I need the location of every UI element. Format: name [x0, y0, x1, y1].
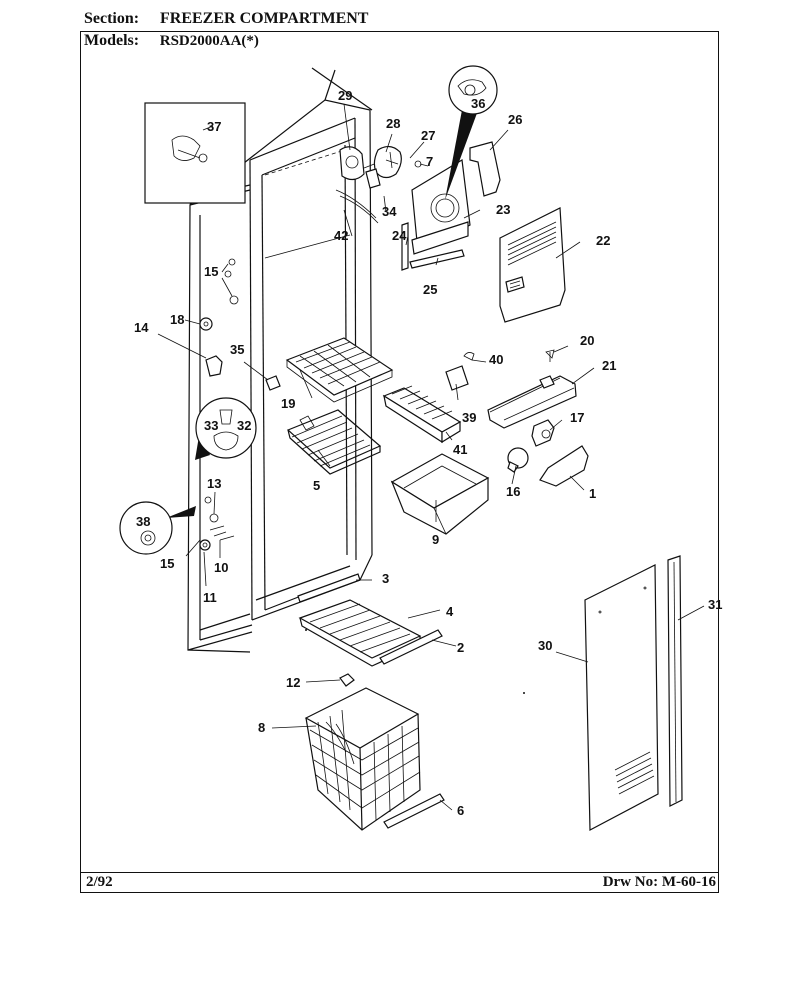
strip-25: [409, 249, 465, 269]
pan-drawer: [390, 453, 490, 535]
clip-35-icon: [265, 375, 281, 391]
callout-23: 23: [496, 202, 510, 217]
callout-13: 13: [207, 476, 221, 491]
callout-15-upper: 15: [204, 264, 218, 279]
callout-15-lower: 15: [160, 556, 174, 571]
light-parts: [507, 419, 589, 487]
inset-circle-38: [119, 501, 196, 555]
light-cover-1: [539, 445, 589, 487]
section-row: Section: FREEZER COMPARTMENT: [84, 10, 368, 28]
footer-divider: [80, 872, 719, 873]
inset-circle-32-33: [195, 397, 257, 460]
callout-8: 8: [258, 720, 265, 735]
strip-2: [379, 629, 443, 665]
callout-14: 14: [134, 320, 149, 335]
inset-box-37: [144, 102, 246, 204]
callout-3: 3: [382, 571, 389, 586]
knob-18-icon: [199, 317, 213, 331]
fan-assembly: [335, 145, 422, 224]
callout-36: 36: [471, 96, 485, 111]
models-label: Models:: [84, 32, 140, 49]
callout-7: 7: [426, 154, 433, 169]
switch-14-icon: [205, 355, 223, 377]
callout-30: 30: [538, 638, 552, 653]
section-label: Section:: [84, 10, 140, 27]
freezer-door-panel: [584, 564, 659, 831]
ice-cube-tray: [382, 385, 462, 444]
callout-40: 40: [489, 352, 503, 367]
evaporator-cover: [499, 207, 566, 323]
cabinet-hole-icon: [299, 415, 315, 431]
strip-6: [383, 793, 445, 829]
callout-1: 1: [589, 486, 596, 501]
callout-37: 37: [207, 119, 221, 134]
strip-3: [297, 573, 361, 603]
callout-26: 26: [508, 112, 522, 127]
section-title: FREEZER COMPARTMENT: [160, 10, 369, 27]
callout-42: 42: [334, 228, 348, 243]
callout-29: 29: [338, 88, 352, 103]
models-row: Models: RSD2000AA(*): [84, 32, 259, 50]
socket-17-icon: [531, 419, 555, 447]
callout-27: 27: [421, 128, 435, 143]
inset-circle-36: [445, 65, 498, 200]
clip-12-icon: [339, 673, 355, 687]
callout-22: 22: [596, 233, 610, 248]
callout-39: 39: [462, 410, 476, 425]
callout-16: 16: [506, 484, 520, 499]
callout-34: 34: [382, 204, 397, 219]
callout-31: 31: [708, 597, 722, 612]
callout-35: 35: [230, 342, 244, 357]
leader-lines: [157, 103, 705, 811]
callout-11: 11: [203, 590, 217, 605]
callout-10: 10: [214, 560, 228, 575]
door-seal-strip: [667, 555, 683, 807]
screw-20-icon: [545, 349, 555, 362]
bracket-39: [445, 365, 469, 391]
callout-labels: 1 2 3 4 5 6 7 8 9 10 11 12 13 14 15 15 1…: [134, 88, 722, 818]
callout-38: 38: [136, 514, 150, 529]
shelf-grid-19: [285, 337, 394, 403]
callout-17: 17: [570, 410, 584, 425]
callout-25: 25: [423, 282, 437, 297]
callout-21: 21: [602, 358, 616, 373]
drain-tube: [335, 189, 377, 219]
bracket-24: [401, 222, 409, 271]
screw-40-icon: [463, 352, 475, 361]
shelf-wire-5: [286, 409, 382, 475]
callout-32: 32: [237, 418, 251, 433]
icemaker-assembly: [445, 349, 577, 429]
callout-41: 41: [453, 442, 467, 457]
callout-20: 20: [580, 333, 594, 348]
bottom-parts: [297, 573, 443, 667]
drawing-frame: [80, 31, 719, 893]
drawing-date: 2/92: [86, 874, 113, 890]
cover-26: [469, 141, 501, 197]
callout-2: 2: [457, 640, 464, 655]
callout-33: 33: [204, 418, 218, 433]
callout-6: 6: [457, 803, 464, 818]
callout-5: 5: [313, 478, 320, 493]
callout-9: 9: [432, 532, 439, 547]
callout-4: 4: [446, 604, 454, 619]
callout-12: 12: [286, 675, 300, 690]
drawing-number: Drw No: M-60-16: [602, 874, 716, 890]
callout-28: 28: [386, 116, 400, 131]
callout-18: 18: [170, 312, 184, 327]
model-number: RSD2000AA(*): [159, 33, 259, 49]
fan-bracket: [401, 141, 501, 271]
lower-basket: [304, 687, 421, 831]
callout-24: 24: [392, 228, 407, 243]
left-small-parts: [199, 258, 281, 551]
callout-19: 19: [281, 396, 295, 411]
